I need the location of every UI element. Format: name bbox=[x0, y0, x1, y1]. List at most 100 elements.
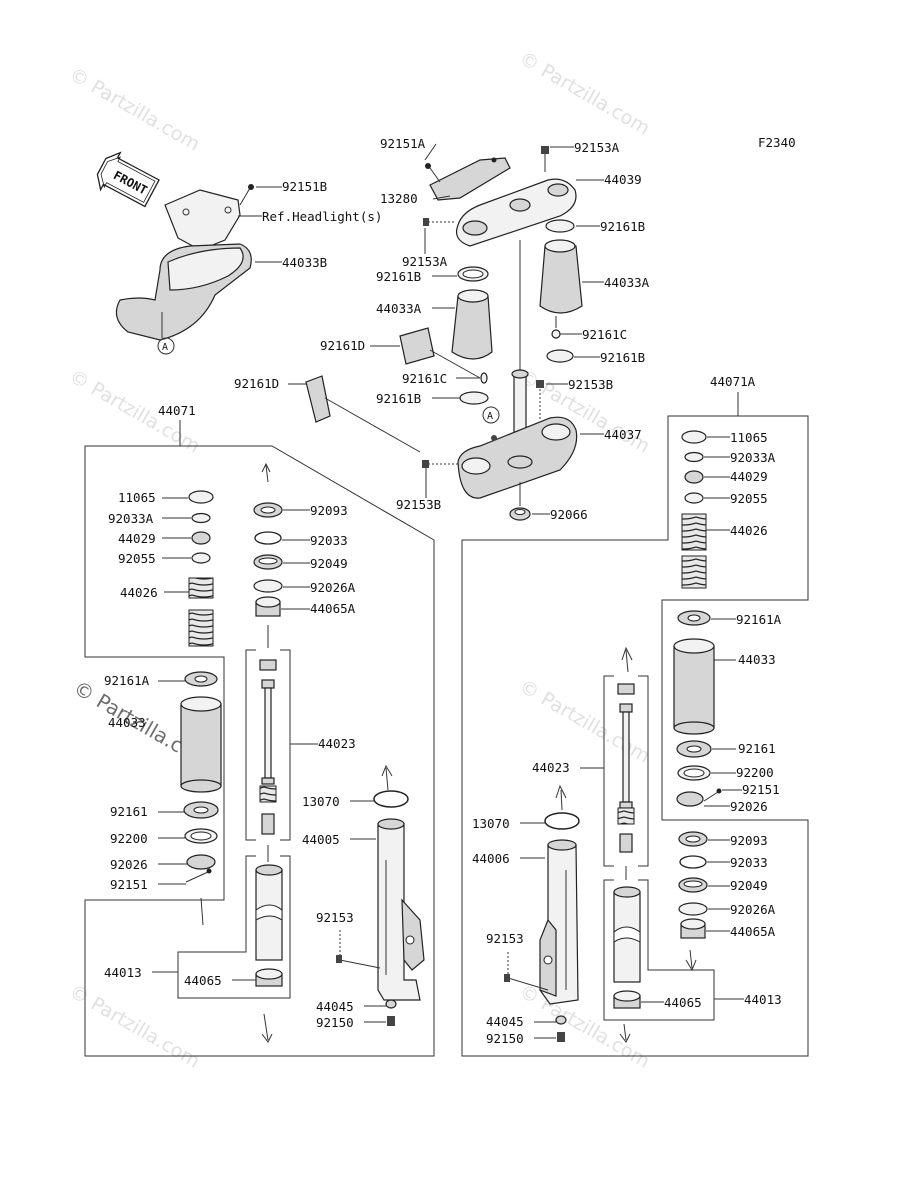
label-92151A-top: 92151A bbox=[380, 136, 426, 151]
label-92055-left: 92055 bbox=[118, 551, 156, 566]
label-44065-left: 44065 bbox=[184, 973, 222, 988]
label-44033-right: 44033 bbox=[738, 652, 776, 667]
label-92200-left: 92200 bbox=[110, 831, 148, 846]
label-44033A-right: 44033A bbox=[604, 275, 650, 290]
label-92093-left: 92093 bbox=[310, 503, 348, 518]
label-44065-right: 44065 bbox=[664, 995, 702, 1010]
spring-44026-right bbox=[681, 513, 707, 589]
label-44005: 44005 bbox=[302, 832, 340, 847]
label-92153-right: 92153 bbox=[486, 931, 524, 946]
part-92161D-b bbox=[305, 375, 331, 423]
outer-tube-44005 bbox=[377, 818, 425, 1001]
label-44023-right: 44023 bbox=[532, 760, 570, 775]
label-92161-right: 92161 bbox=[738, 741, 776, 756]
label-92161C-right: 92161C bbox=[582, 327, 627, 342]
label-44029-right: 44029 bbox=[730, 469, 768, 484]
part-44033A-left bbox=[451, 289, 493, 360]
circle-ref-a: A bbox=[162, 342, 168, 353]
watermark: © Partzilla.com bbox=[66, 63, 204, 155]
label-92200-right: 92200 bbox=[736, 765, 774, 780]
label-92055-right: 92055 bbox=[730, 491, 768, 506]
label-44039: 44039 bbox=[604, 172, 642, 187]
label-11065-right: 11065 bbox=[730, 430, 768, 445]
label-11065-left: 11065 bbox=[118, 490, 156, 505]
damper-rod-right bbox=[619, 703, 633, 809]
spring-44026-left bbox=[188, 577, 214, 647]
label-44026-left: 44026 bbox=[120, 585, 158, 600]
label-92153B-left: 92153B bbox=[396, 497, 441, 512]
label-44013-left: 44013 bbox=[104, 965, 142, 980]
label-92153A-right: 92153A bbox=[574, 140, 620, 155]
spacer-44033-left bbox=[180, 696, 222, 793]
label-92161C-left: 92161C bbox=[402, 371, 447, 386]
label-ref-headlight: Ref.Headlight(s) bbox=[262, 209, 382, 224]
upper-bracket bbox=[423, 146, 577, 247]
label-92151-right: 92151 bbox=[742, 782, 780, 797]
label-44033A-left: 44033A bbox=[376, 301, 422, 316]
watermark: © Partzilla.com bbox=[516, 47, 654, 139]
diagram-code: F2340 bbox=[758, 135, 796, 150]
label-92161A-right: 92161A bbox=[736, 612, 782, 627]
inner-tube-right bbox=[613, 886, 641, 983]
label-92161B-left-1: 92161B bbox=[376, 269, 421, 284]
label-92093-right: 92093 bbox=[730, 833, 768, 848]
label-44029-left: 44029 bbox=[118, 531, 156, 546]
label-92150-left: 92150 bbox=[316, 1015, 354, 1030]
label-92033-right: 92033 bbox=[730, 855, 768, 870]
label-92161-left: 92161 bbox=[110, 804, 148, 819]
label-44071-left: 44071 bbox=[158, 403, 196, 418]
label-44071A: 44071A bbox=[710, 374, 756, 389]
label-44033-left: 44033 bbox=[108, 715, 146, 730]
label-44013-right: 44013 bbox=[744, 992, 782, 1007]
damper-rod-left bbox=[261, 679, 275, 785]
circle-ref-a-2: A bbox=[487, 411, 493, 422]
label-92026-right: 92026 bbox=[730, 799, 768, 814]
headlight-bracket: A bbox=[115, 184, 254, 355]
label-92161B-left-2: 92161B bbox=[376, 391, 421, 406]
label-92150-right: 92150 bbox=[486, 1031, 524, 1046]
label-92033A-left: 92033A bbox=[108, 511, 154, 526]
part-92161B-right-1 bbox=[545, 219, 575, 233]
label-44045-right: 44045 bbox=[486, 1014, 524, 1029]
left-fork-assembly: 44071 11065 92033A 44029 92055 44026 921… bbox=[84, 403, 435, 1057]
right-fork-assembly: 44071A 11065 92033A 44029 92055 44026 92… bbox=[461, 374, 809, 1057]
part-92161D-a bbox=[399, 327, 435, 365]
label-92033-left: 92033 bbox=[310, 533, 348, 548]
part-92161B-right-2 bbox=[546, 349, 574, 363]
label-92153B-right: 92153B bbox=[568, 377, 613, 392]
spacer-44033-right bbox=[673, 638, 715, 735]
watermark: © Partzilla.com bbox=[66, 980, 204, 1072]
label-44037: 44037 bbox=[604, 427, 642, 442]
label-92066: 92066 bbox=[550, 507, 588, 522]
label-44065A-left: 44065A bbox=[310, 601, 356, 616]
label-92153A-left: 92153A bbox=[402, 254, 448, 269]
label-13280: 13280 bbox=[380, 191, 418, 206]
label-92153-left: 92153 bbox=[316, 910, 354, 925]
label-92049-left: 92049 bbox=[310, 556, 348, 571]
label-92026A-right: 92026A bbox=[730, 902, 776, 917]
inner-tube-left bbox=[255, 864, 283, 961]
label-44023-left: 44023 bbox=[318, 736, 356, 751]
label-92026-left: 92026 bbox=[110, 857, 148, 872]
label-92049-right: 92049 bbox=[730, 878, 768, 893]
label-92151B-top: 92151B bbox=[282, 179, 327, 194]
label-44065A-right: 44065A bbox=[730, 924, 776, 939]
label-92161D-a: 92161D bbox=[320, 338, 365, 353]
label-44033B: 44033B bbox=[282, 255, 327, 270]
label-92033A-right: 92033A bbox=[730, 450, 776, 465]
label-13070-left: 13070 bbox=[302, 794, 340, 809]
part-92161B-left-2 bbox=[459, 391, 489, 405]
part-44033A-right bbox=[539, 239, 583, 314]
label-92161D-b: 92161D bbox=[234, 376, 279, 391]
label-13070-right: 13070 bbox=[472, 816, 510, 831]
label-44006: 44006 bbox=[472, 851, 510, 866]
outer-tube-44006 bbox=[539, 839, 579, 1005]
label-44045-left: 44045 bbox=[316, 999, 354, 1014]
label-92161B-right-1: 92161B bbox=[600, 219, 645, 234]
label-92151-left: 92151 bbox=[110, 877, 148, 892]
label-92161A-left: 92161A bbox=[104, 673, 150, 688]
label-44026-right: 44026 bbox=[730, 523, 768, 538]
label-92161B-right-2: 92161B bbox=[600, 350, 645, 365]
